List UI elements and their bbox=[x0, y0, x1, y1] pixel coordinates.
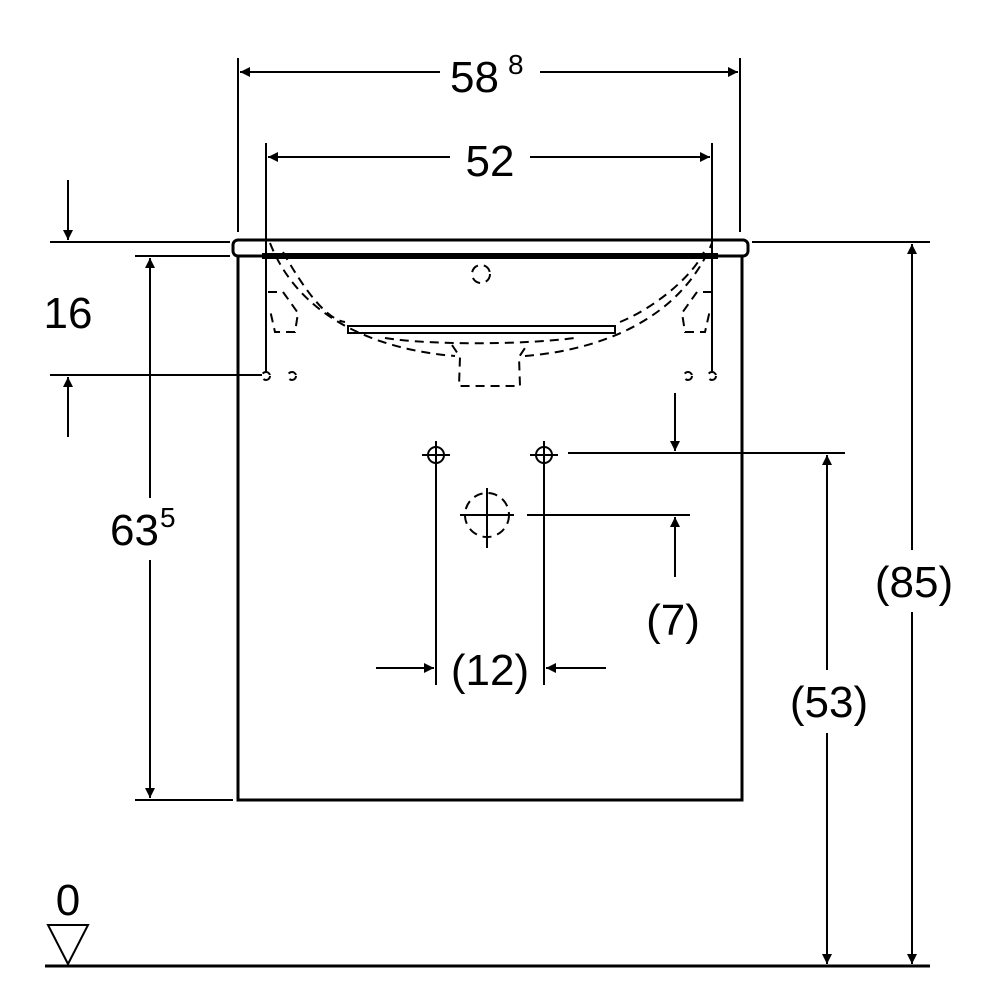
dim-label: 58 bbox=[450, 53, 499, 102]
dim-cabinet-height: 63 5 bbox=[110, 255, 233, 801]
dim-drain-offset: (7) bbox=[527, 393, 700, 645]
dim-label: (53) bbox=[790, 678, 868, 727]
dim-tap-height: (53) bbox=[568, 452, 868, 964]
tap-marker-left bbox=[422, 441, 450, 685]
dim-label: 63 bbox=[110, 506, 159, 555]
overflow-icon bbox=[471, 264, 491, 284]
floor-level: 0 bbox=[45, 876, 930, 968]
dim-basin-width: 52 bbox=[265, 137, 713, 372]
dim-bracket-height: 16 bbox=[44, 180, 262, 437]
dim-label: 52 bbox=[466, 137, 515, 186]
dim-label-sup: 8 bbox=[508, 49, 524, 80]
cabinet bbox=[231, 238, 750, 802]
level-triangle-icon bbox=[46, 924, 90, 967]
tap-marker-right bbox=[530, 441, 558, 685]
dim-label: 0 bbox=[56, 876, 80, 925]
basin-outline bbox=[261, 242, 717, 387]
shelf-slot bbox=[347, 325, 616, 334]
dim-label: (12) bbox=[451, 646, 529, 695]
dim-label-sup: 5 bbox=[160, 502, 176, 533]
dim-overall-width: 58 8 bbox=[237, 49, 741, 232]
dim-label: 16 bbox=[44, 289, 93, 338]
dim-tap-spacing: (12) bbox=[376, 646, 606, 695]
drain-icon bbox=[451, 344, 528, 387]
waste-outlet-marker bbox=[460, 488, 514, 548]
dim-total-height: (85) bbox=[752, 241, 953, 964]
dim-label: (7) bbox=[646, 596, 700, 645]
dim-label: (85) bbox=[875, 558, 953, 607]
